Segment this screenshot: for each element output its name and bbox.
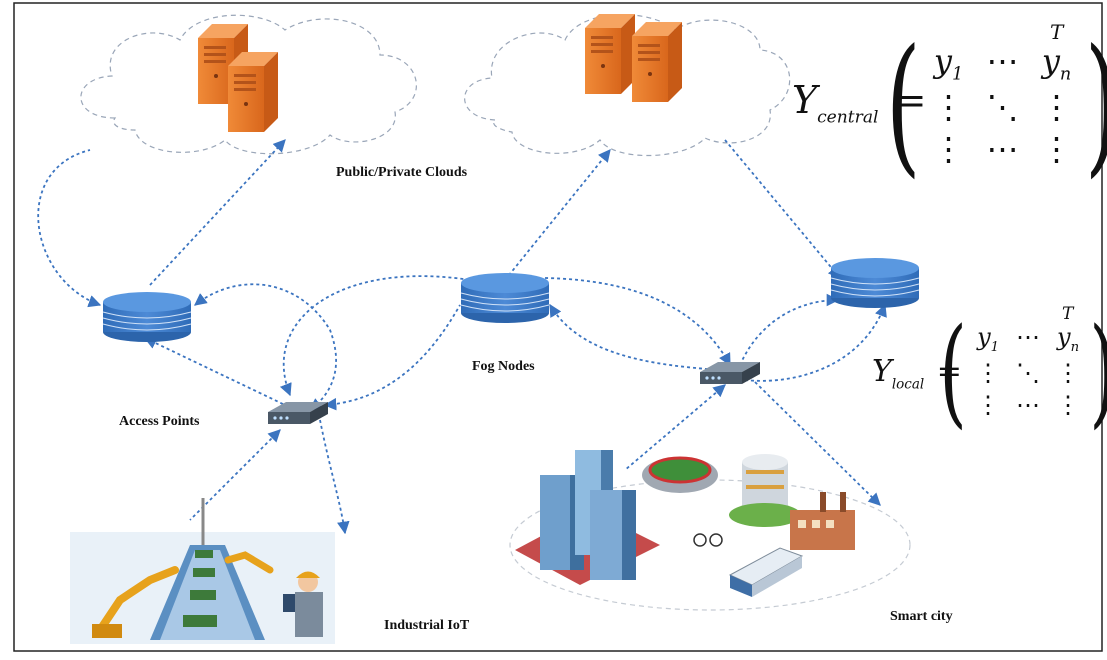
database-node-icon: [460, 272, 550, 324]
access-points-label: Access Points: [119, 414, 200, 429]
connection-arrows: [37, 139, 887, 535]
smart-city-label: Smart city: [890, 609, 953, 624]
server-icon: [585, 14, 635, 94]
database-node-icon: [830, 257, 920, 309]
equation-local-lhs: Ylocal =: [872, 354, 962, 393]
clouds-label: Public/Private Clouds: [336, 165, 468, 180]
transpose-central: T: [1050, 20, 1064, 44]
factory-robot-icon: [70, 498, 335, 644]
fog-nodes-label: Fog Nodes: [472, 359, 535, 374]
matrix-local: ( y1⋯yn ⋮⋱⋮ ⋮⋯⋮ ): [939, 302, 1107, 440]
database-node-icon: [102, 291, 192, 343]
frame-border: [13, 2, 1103, 652]
equation-central: Ycentral = ( y1⋯yn ⋮⋱⋮ ⋮⋯⋮ ) T: [792, 20, 1107, 180]
equation-local: Ylocal = ( y1⋯yn ⋮⋱⋮ ⋮⋯⋮ ) T: [872, 304, 1107, 442]
equation-central-lhs: Ycentral =: [792, 78, 927, 128]
matrix-central: ( y1⋯yn ⋮⋱⋮ ⋮⋯⋮ ): [885, 18, 1107, 192]
server-icon: [632, 22, 682, 102]
router-icon: [268, 402, 328, 424]
server-icon: [228, 52, 278, 132]
transpose-local: T: [1062, 304, 1074, 324]
industrial-iot-label: Industrial IoT: [384, 618, 470, 633]
city-buildings-icon: [509, 450, 911, 611]
